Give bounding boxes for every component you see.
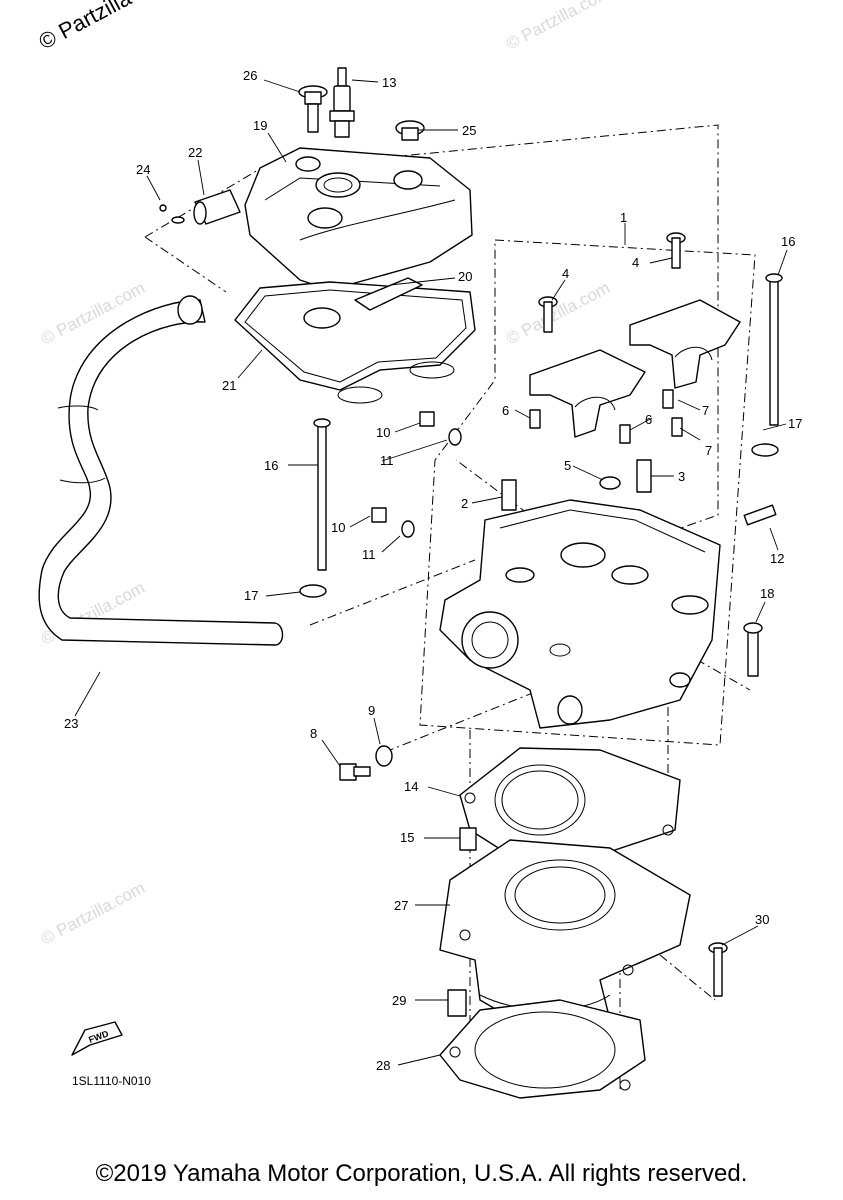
dowel-pins	[529, 389, 683, 444]
part-number: 10	[331, 520, 345, 535]
part-number: 13	[382, 75, 396, 90]
part-number: 23	[64, 716, 78, 731]
part-number: 16	[781, 234, 795, 249]
part-number: 28	[376, 1058, 390, 1073]
part-number: 7	[705, 443, 712, 458]
part-number: 30	[755, 912, 769, 927]
part-number: 27	[394, 898, 408, 913]
part-number: 8	[310, 726, 317, 741]
part-number: 29	[392, 993, 406, 1008]
breather-pipe	[159, 189, 241, 225]
head-cover-gasket	[234, 281, 476, 404]
watermark-top: © Partzilla	[35, 0, 136, 54]
cylinder-head	[439, 499, 721, 729]
watermark: © Partzilla.com	[503, 0, 613, 54]
part-number: 16	[264, 458, 278, 473]
part-number: 19	[253, 118, 267, 133]
part-number: 11	[362, 547, 376, 562]
part-number: 7	[702, 403, 709, 418]
dowel-pin	[447, 989, 467, 1017]
part-number: 25	[462, 123, 476, 138]
part-number: 14	[404, 779, 418, 794]
part-number: 10	[376, 425, 390, 440]
cylinder-bolt	[708, 942, 728, 997]
part-number: 11	[380, 453, 394, 468]
part-number: 18	[760, 586, 774, 601]
cap-bolts	[538, 232, 686, 333]
part-number: 17	[244, 588, 258, 603]
part-number: 5	[564, 458, 571, 473]
leader-lines	[74, 79, 788, 1066]
bolt	[298, 85, 328, 133]
small-bolts	[339, 411, 777, 781]
part-number: 20	[458, 269, 472, 284]
camshaft-cap-left	[529, 349, 646, 438]
copyright-notice: ©2019 Yamaha Motor Corporation, U.S.A. A…	[95, 1160, 748, 1187]
part-number: 2	[461, 496, 468, 511]
part-number: 17	[788, 416, 802, 431]
part-number: 24	[136, 162, 150, 177]
head-gasket	[459, 747, 681, 869]
part-number: 4	[562, 266, 569, 281]
part-number: 12	[770, 551, 784, 566]
part-number: 4	[632, 255, 639, 270]
part-number: 6	[645, 412, 652, 427]
part-number-labels: 26 13 25 19 22 24 20 21 1 4 4 16 17 6 6 …	[64, 68, 802, 1073]
cylinder-head-cover	[244, 147, 473, 291]
part-number: 26	[243, 68, 257, 83]
part-number: 1	[620, 210, 627, 225]
base-gasket	[439, 999, 646, 1099]
plug	[395, 120, 425, 141]
cylinder	[439, 839, 691, 1036]
part-number: 15	[400, 830, 414, 845]
camshaft-cap-right	[629, 299, 741, 389]
part-number: 3	[678, 469, 685, 484]
forward-arrow-icon: FWD	[71, 1021, 123, 1056]
part-number: 21	[222, 378, 236, 393]
spark-plug	[329, 67, 355, 138]
stud-bolts	[313, 273, 783, 571]
watermark: © Partzilla.com	[503, 278, 613, 349]
part-number: 9	[368, 703, 375, 718]
diagram-code: 1SL1110-N010	[72, 1074, 151, 1088]
watermark: © Partzilla.com	[38, 878, 148, 949]
dowel-pin	[459, 827, 477, 851]
part-number: 6	[502, 403, 509, 418]
washers	[299, 428, 779, 767]
part-number: 22	[188, 145, 202, 160]
breather-hose	[38, 295, 284, 646]
